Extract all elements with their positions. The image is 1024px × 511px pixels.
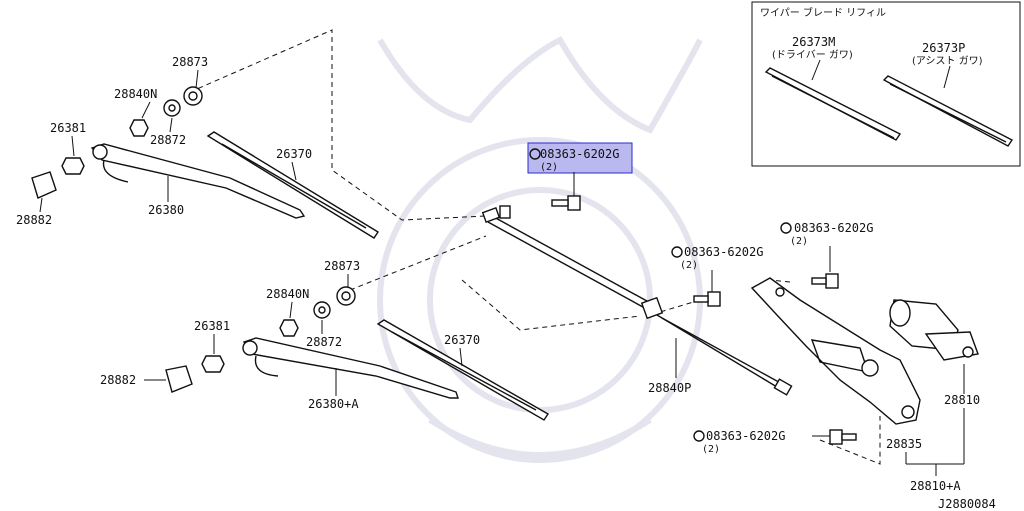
- bolt-right-top: 08363-6202G (2): [780, 221, 873, 289]
- wiper-arm-26380: [90, 143, 306, 219]
- refill-assist-desc: (アシスト ガワ): [912, 55, 983, 67]
- nut-28840n-top: [129, 119, 149, 137]
- highlight-box: [527, 142, 633, 174]
- diagram-code: J2880084: [938, 497, 996, 511]
- label-28840n-top: 28840N: [114, 87, 157, 101]
- bolt-part-top: [551, 195, 581, 211]
- label-28835: 28835: [886, 437, 922, 451]
- label-28840n-bottom: 28840N: [266, 287, 309, 301]
- cover-28882-top: [31, 171, 57, 199]
- nut-28840n-bottom: [279, 319, 299, 337]
- label-28872-bottom: 28872: [306, 335, 342, 349]
- cap-28873-top: [183, 86, 203, 106]
- label-28882-top: 28882: [16, 213, 52, 227]
- bolt-mid-symbol-icon: [671, 246, 683, 258]
- bolt-highlight-qty: (2): [540, 162, 558, 173]
- washer-28872-bottom: [313, 301, 331, 319]
- upper-wiper-group: 28873 28840N 28872 26381 28882 26380 263…: [16, 55, 379, 239]
- lower-wiper-group: 28873 28840N 28872 26381 28882 26380+A 2…: [100, 259, 549, 421]
- refill-driver-label: 26373M: [792, 35, 835, 49]
- nut-26381-top: [61, 157, 85, 175]
- label-bolt-mid: 08363-6202G: [684, 245, 763, 259]
- bolt-right-symbol-icon: [780, 222, 792, 234]
- label-28840p: 28840P: [648, 381, 691, 395]
- label-bolt-right-top: 08363-6202G: [794, 221, 873, 235]
- label-28873-bottom: 28873: [324, 259, 360, 273]
- label-26370-bottom: 26370: [444, 333, 480, 347]
- cover-28882-bottom: [165, 365, 193, 393]
- linkage-28840p: 28840P: [481, 205, 793, 396]
- label-bolt-mid-qty: (2): [680, 260, 698, 271]
- bolt-bottom: 08363-6202G (2): [693, 429, 857, 455]
- motor-assembly: 28810: [750, 277, 980, 464]
- bolt-symbol-icon: [529, 148, 541, 160]
- bolt-mid: 08363-6202G (2): [671, 245, 763, 307]
- refill-inset: ワイパー ブレード リフィル 26373M (ドライバー ガワ) 26373P …: [751, 1, 1021, 167]
- nut-26381-bottom: [201, 355, 225, 373]
- label-28810: 28810: [944, 393, 980, 407]
- label-28872-top: 28872: [150, 133, 186, 147]
- label-26381-bottom: 26381: [194, 319, 230, 333]
- dashed-guides: [189, 29, 881, 465]
- label-28882-bottom: 28882: [100, 373, 136, 387]
- bolt-highlight-label: 08363-6202G: [540, 147, 619, 161]
- label-26370-top: 26370: [276, 147, 312, 161]
- refill-assist-label: 26373P: [922, 41, 965, 55]
- bolt-highlight-callout[interactable]: 08363-6202G (2): [527, 142, 633, 174]
- bolt-bottom-symbol-icon: [693, 430, 705, 442]
- refill-driver-desc: (ドライバー ガワ): [772, 49, 853, 61]
- bracket-28810: [750, 277, 921, 425]
- watermark-emblem: [377, 36, 703, 463]
- label-bolt-bottom-qty: (2): [702, 444, 720, 455]
- label-26381-top: 26381: [50, 121, 86, 135]
- label-26380: 26380: [148, 203, 184, 217]
- washer-28872-top: [163, 99, 181, 117]
- label-bolt-right-top-qty: (2): [790, 236, 808, 247]
- label-26380a: 26380+A: [308, 397, 359, 411]
- label-28810a: 28810+A: [910, 479, 961, 493]
- cap-28873-bottom: [336, 286, 356, 306]
- inset-title: ワイパー ブレード リフィル: [760, 6, 886, 19]
- label-28873-top: 28873: [172, 55, 208, 69]
- wiper-arm-26380a: [242, 337, 459, 399]
- label-bolt-bottom: 08363-6202G: [706, 429, 785, 443]
